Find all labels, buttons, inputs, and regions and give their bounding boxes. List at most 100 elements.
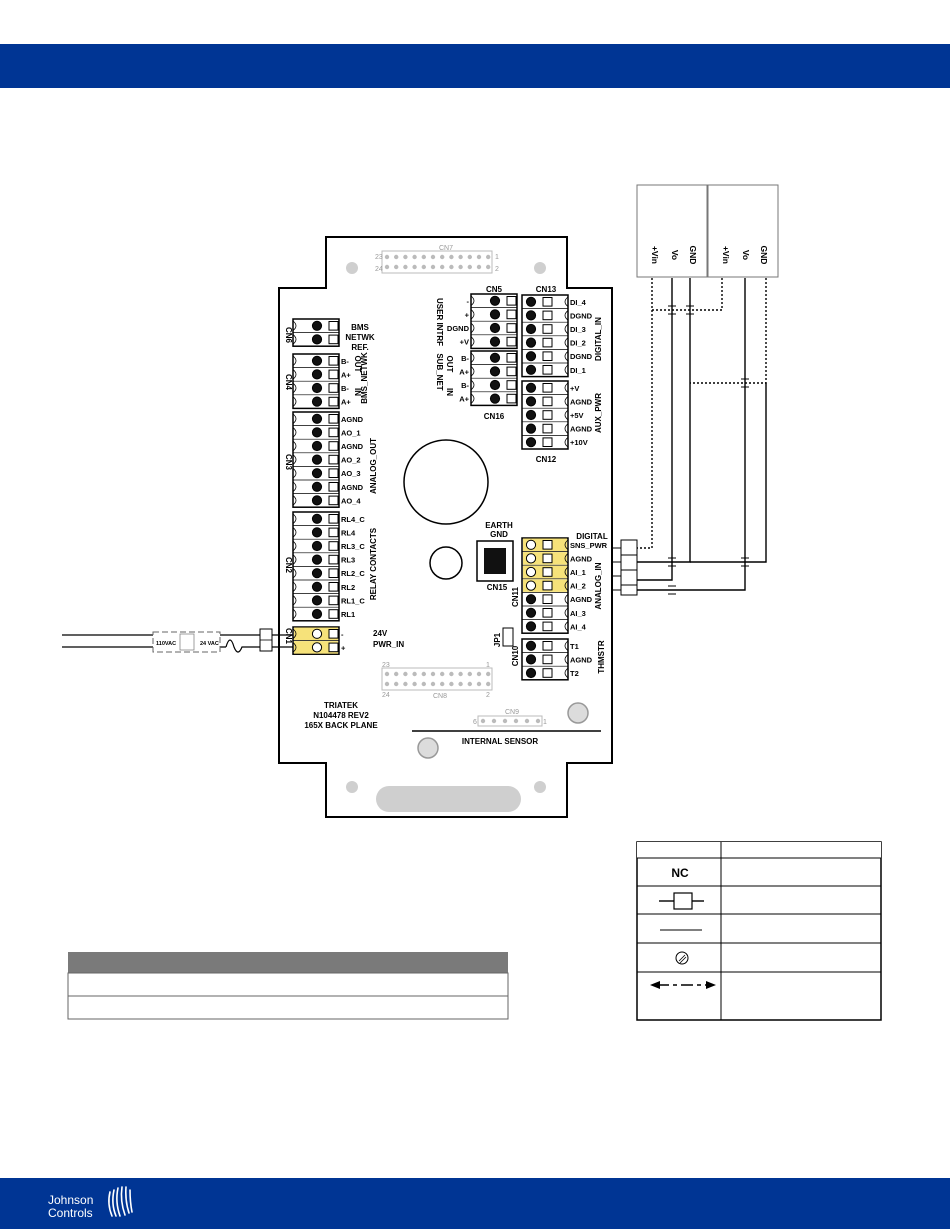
header-pin	[513, 718, 519, 724]
header-pin	[467, 254, 472, 260]
cn16-group-label: SUB_NET	[435, 353, 444, 390]
terminal-slot	[506, 380, 517, 390]
header-pin	[384, 681, 390, 687]
header-pin	[403, 671, 408, 677]
sensor-pin-label: +Vin	[650, 246, 660, 264]
terminal-screw	[525, 667, 537, 679]
terminal-screw	[525, 310, 537, 321]
sensor-pin-label: GND	[759, 246, 769, 265]
terminal-slot	[542, 654, 553, 665]
terminal-screw	[525, 382, 537, 393]
cn4-label: CN4	[284, 374, 293, 391]
header-pin	[524, 718, 530, 724]
header-pin	[535, 718, 541, 724]
terminal-screw	[311, 608, 323, 620]
terminal-slot	[542, 324, 553, 334]
earth-gnd-terminal	[484, 548, 506, 574]
cn3-pin-label: AGND	[341, 483, 364, 492]
terminal-slot	[542, 383, 553, 393]
cn11-pin-label: AI_3	[570, 609, 586, 618]
cn3-label: CN3	[284, 454, 293, 471]
header-pin	[430, 264, 436, 270]
header-pin	[430, 254, 436, 260]
terminal-slot	[542, 641, 553, 651]
terminal-slot	[542, 365, 553, 375]
cn8-pin-label: 23	[382, 662, 390, 669]
cn3-pin-label: AO_3	[341, 469, 361, 478]
cn16-out-label: OUT	[445, 356, 454, 373]
wire-clip	[259, 628, 293, 652]
cn9-pin-label: 6	[473, 719, 477, 726]
terminal-slot	[542, 310, 553, 321]
terminal-screw	[525, 580, 537, 591]
sensor-wire-clips	[612, 539, 638, 596]
pressure-port	[403, 439, 489, 525]
cn15-label: CN15	[487, 583, 508, 592]
gnd-label: GND	[490, 530, 508, 539]
board-id-line: N104478 REV2	[313, 711, 369, 720]
cn1-label: CN1	[284, 628, 293, 645]
cn2-pin-label: RL1_C	[341, 596, 365, 605]
bms-ref-label: BMS	[351, 323, 369, 332]
header-pin	[384, 264, 390, 270]
header-pin	[421, 264, 426, 270]
cn5-pin-label: -	[467, 297, 470, 306]
mounting-hole	[534, 262, 546, 274]
logo-wordmark: Johnson Controls	[48, 1194, 93, 1220]
cn11-pin-label: SNS_PWR	[570, 541, 608, 550]
cable-cutout	[376, 786, 521, 812]
cn5-group-label: USER INTRF	[435, 298, 444, 346]
cn3-pin-label: AO_1	[341, 428, 361, 437]
terminal-screw	[525, 566, 537, 578]
terminal-slot	[506, 366, 517, 377]
terminal-slot	[542, 540, 553, 550]
terminal-screw	[311, 440, 323, 452]
terminal-screw	[311, 468, 323, 479]
cn1-pin-label: +	[341, 643, 346, 652]
terminal-screw	[525, 607, 537, 618]
terminal-slot	[542, 297, 553, 307]
terminal-slot	[506, 353, 517, 363]
info-table	[67, 952, 509, 1020]
header-pin	[384, 254, 390, 260]
cn8-header	[381, 667, 493, 691]
header-pin	[467, 671, 472, 677]
cn13-pin-label: DI_3	[570, 325, 586, 334]
terminal-slot	[506, 309, 517, 320]
terminal-screw	[489, 352, 501, 363]
sensor-wiring	[637, 278, 767, 591]
header-pin	[480, 718, 486, 724]
terminal-screw	[311, 540, 323, 552]
terminal-slot	[542, 608, 553, 618]
cn13-pin-label: DI_4	[570, 298, 587, 307]
header-pin	[476, 254, 482, 260]
cn7-pin-label: 2	[495, 266, 499, 273]
terminal-screw	[489, 309, 501, 320]
cn13-pin-label: DGND	[570, 352, 593, 361]
cn12-pin-label: +V	[570, 384, 579, 393]
cn11-group-label: ANALOG_IN	[594, 562, 603, 609]
cn11-top-label: DIGITAL	[576, 532, 608, 541]
terminal-screw	[311, 527, 323, 538]
cn12-group-label: AUX_PWR	[594, 393, 603, 433]
terminal-screw	[489, 393, 501, 404]
terminal-slot	[328, 468, 339, 478]
info-table-header	[68, 952, 508, 973]
terminal-screw	[489, 336, 501, 347]
terminal-screw	[525, 323, 537, 335]
cn3-group-label: ANALOG_OUT	[369, 438, 378, 494]
terminal-screw	[311, 320, 323, 331]
terminal-slot	[328, 582, 339, 592]
cn2-pin-label: RL2_C	[341, 569, 365, 578]
cn6-label: CN6	[284, 327, 293, 344]
header-pin	[412, 681, 417, 687]
header-pin	[412, 254, 417, 260]
terminal-screw	[311, 628, 323, 639]
terminal-slot	[328, 595, 339, 606]
sensor-pin-label: Vo	[741, 250, 751, 260]
cn12-pin-label: +10V	[570, 438, 588, 447]
header-pin	[502, 718, 508, 724]
cn5-label: CN5	[486, 285, 503, 294]
